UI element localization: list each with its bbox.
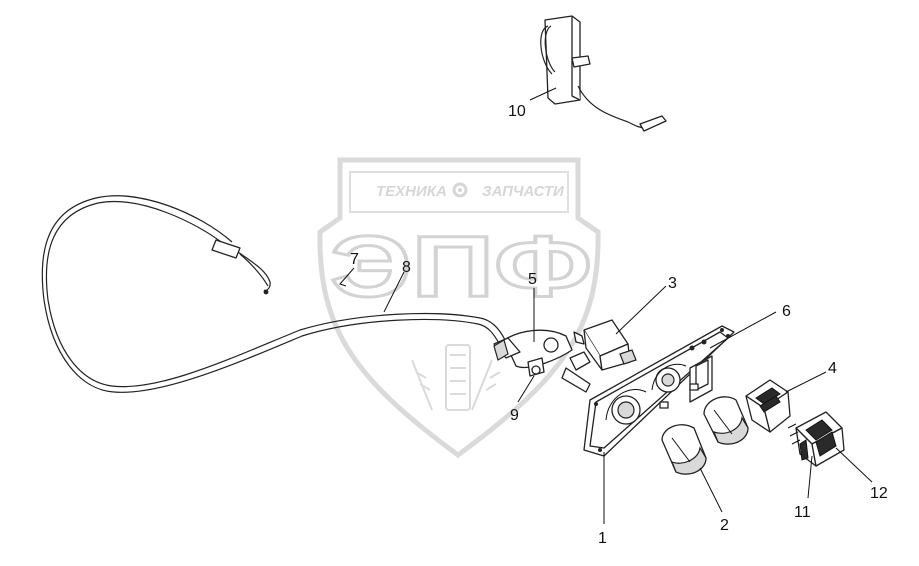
part-5-9-bracket bbox=[493, 329, 591, 393]
callout-9: 9 bbox=[510, 407, 519, 424]
callout-10: 10 bbox=[508, 103, 526, 120]
callout-6: 6 bbox=[782, 303, 791, 320]
leader-lines bbox=[339, 87, 873, 524]
part-7-8-cable bbox=[41, 195, 506, 393]
callout-5: 5 bbox=[528, 271, 537, 288]
watermark-big-text: ЭПФ bbox=[330, 219, 592, 315]
part-2-knob-front bbox=[661, 424, 707, 475]
gear-icon bbox=[452, 182, 468, 198]
watermark-text-left: ТЕХНИКА bbox=[376, 183, 447, 200]
part-3-switch bbox=[573, 319, 637, 371]
callout-12: 12 bbox=[870, 485, 888, 502]
wheat-icon bbox=[411, 344, 501, 411]
watermark-text-right: ЗАПЧАСТИ bbox=[482, 183, 565, 200]
callout-4: 4 bbox=[828, 360, 837, 377]
part-11-12-switch-block bbox=[787, 411, 845, 467]
part-2-knob-back bbox=[703, 396, 749, 445]
watermark-logo: ТЕХНИКА ЗАПЧАСТИ ЭПФ bbox=[317, 157, 601, 459]
callout-7: 7 bbox=[350, 251, 359, 268]
callout-2: 2 bbox=[720, 517, 729, 534]
callout-labels: 1 2 3 4 5 6 7 8 9 10 11 12 bbox=[350, 103, 888, 547]
callout-8: 8 bbox=[402, 259, 411, 276]
callout-3: 3 bbox=[668, 275, 677, 292]
part-10-sensor bbox=[540, 15, 667, 132]
callout-11: 11 bbox=[794, 504, 811, 521]
part-4-rocker bbox=[745, 379, 791, 433]
part-1-panel bbox=[583, 325, 735, 457]
callout-1: 1 bbox=[598, 530, 607, 547]
